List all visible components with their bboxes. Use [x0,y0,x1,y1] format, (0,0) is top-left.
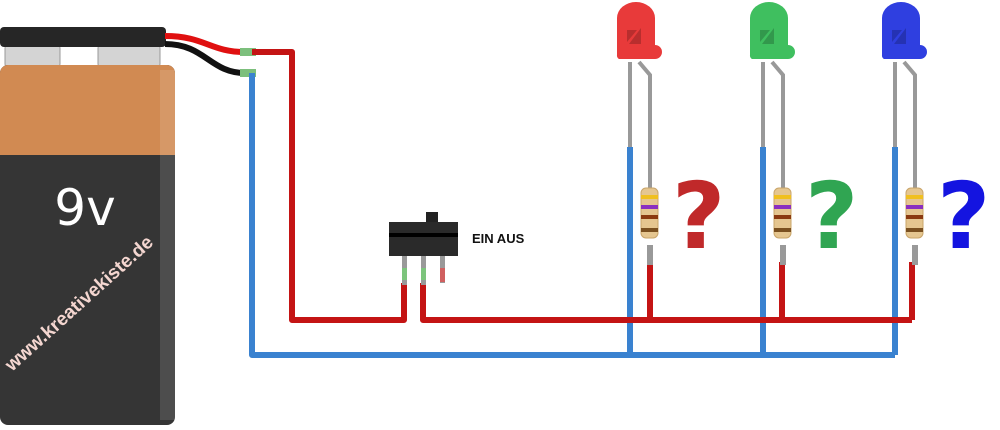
led-green [749,2,795,265]
question-mark-red: ? [672,163,725,270]
battery-voltage-label: 9v [54,179,115,237]
connector-tip [240,48,256,56]
question-mark-green: ? [805,163,858,270]
resistor [773,187,792,239]
positive-wires [252,49,915,323]
slide-switch[interactable]: EIN AUS [389,212,525,285]
battery-red-lead [164,33,246,55]
led-blue [881,2,927,265]
negative-wires [249,73,898,358]
led-red [616,2,662,265]
battery-black-lead [164,41,246,76]
switch-label: EIN AUS [472,231,525,246]
connector-tip [240,69,256,77]
question-mark-blue: ? [937,163,990,270]
battery-9v: 9v www.kreativekiste.de [0,27,175,425]
resistor [905,187,924,239]
resistor [640,187,659,239]
